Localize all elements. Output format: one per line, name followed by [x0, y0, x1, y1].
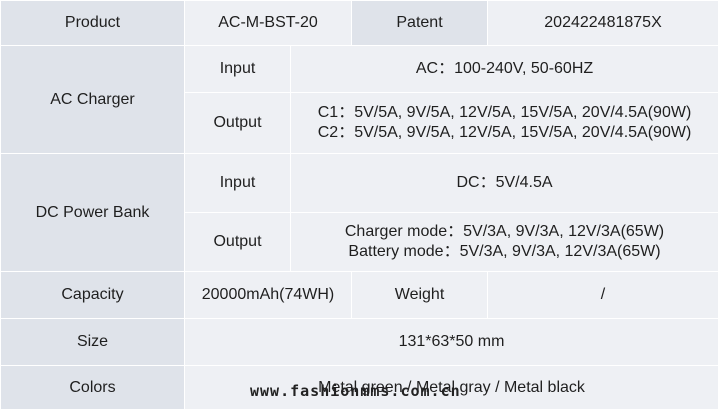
ac-input-value: AC：100-240V, 50-60HZ [291, 46, 718, 93]
product-label: Product [1, 1, 185, 46]
dc-output-value: Charger mode：5V/3A, 9V/3A, 12V/3A(65W) B… [291, 213, 718, 272]
dc-input-value: DC：5V/4.5A [291, 154, 718, 213]
colors-label: Colors [1, 366, 185, 410]
row-dc-input: DC Power Bank Input DC：5V/4.5A [1, 154, 718, 213]
product-value: AC-M-BST-20 [185, 1, 352, 46]
dc-power-bank-label: DC Power Bank [1, 154, 185, 272]
size-value: 131*63*50 mm [185, 319, 718, 366]
watermark-text: www.fashionmms.com.cn [250, 382, 461, 400]
row-product: Product AC-M-BST-20 Patent 202422481875X [1, 1, 718, 46]
ac-charger-label: AC Charger [1, 46, 185, 154]
ac-output-value: C1：5V/5A, 9V/5A, 12V/5A, 15V/5A, 20V/4.5… [291, 93, 718, 154]
ac-input-label: Input [185, 46, 291, 93]
dc-output-line-battery: Battery mode：5V/3A, 9V/3A, 12V/3A(65W) [291, 242, 718, 262]
dc-output-line-charger: Charger mode：5V/3A, 9V/3A, 12V/3A(65W) [291, 222, 718, 242]
capacity-label: Capacity [1, 272, 185, 319]
patent-value: 202422481875X [488, 1, 718, 46]
patent-label: Patent [352, 1, 488, 46]
dc-input-label: Input [185, 154, 291, 213]
dc-output-label: Output [185, 213, 291, 272]
capacity-value: 20000mAh(74WH) [185, 272, 352, 319]
size-label: Size [1, 319, 185, 366]
weight-value: / [488, 272, 718, 319]
row-capacity: Capacity 20000mAh(74WH) Weight / [1, 272, 718, 319]
row-size: Size 131*63*50 mm [1, 319, 718, 366]
weight-label: Weight [352, 272, 488, 319]
row-ac-input: AC Charger Input AC：100-240V, 50-60HZ [1, 46, 718, 93]
ac-output-line-c1: C1：5V/5A, 9V/5A, 12V/5A, 15V/5A, 20V/4.5… [291, 103, 718, 123]
ac-output-line-c2: C2：5V/5A, 9V/5A, 12V/5A, 15V/5A, 20V/4.5… [291, 123, 718, 143]
ac-output-label: Output [185, 93, 291, 154]
